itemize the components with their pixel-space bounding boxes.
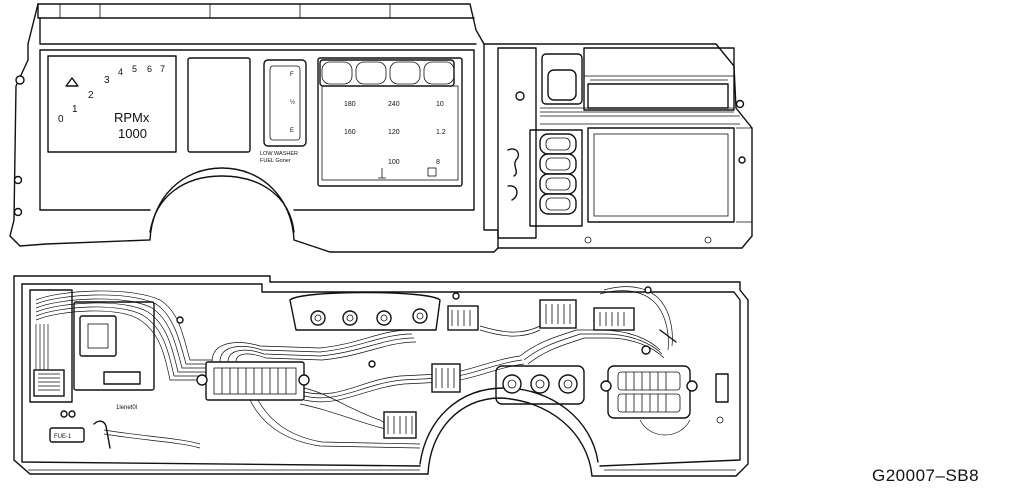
tach-tick-3: 3 [104, 75, 110, 86]
gauge-caption-2: FUEL Goner [260, 158, 291, 164]
thermometer-icon [378, 168, 386, 179]
tach-tick-6: 6 [147, 64, 152, 74]
speedo-label-4: 160 [344, 129, 356, 136]
fuel-half-mark: ½ [290, 99, 295, 106]
tach-tick-1: 1 [72, 104, 78, 115]
tach-tick-4: 4 [118, 67, 123, 77]
tach-tick-5: 5 [132, 64, 137, 74]
speedo-scale: 180 240 10 160 120 1.2 100 8 [344, 101, 446, 179]
speedo-label-3: 10 [436, 101, 444, 108]
tach-scale: 0 1 2 3 4 5 6 7 RPMx 1000 [58, 64, 165, 141]
speedo-label-6: 1.2 [436, 129, 446, 136]
speedo-label-1: 180 [344, 101, 356, 108]
cluster-housing-front [9, 3, 753, 253]
tach-tick-7: 7 [160, 64, 165, 74]
figure-reference-code: G20007–SB8 [872, 466, 980, 485]
cluster-circuit-board [13, 275, 749, 477]
tach-tick-0: 0 [58, 114, 64, 125]
speedo-label-7: 100 [388, 159, 400, 166]
speedo-label-2: 240 [388, 101, 400, 108]
indicator-square-icon [427, 167, 437, 177]
speedo-label-8: 8 [436, 159, 440, 166]
pcb-left-tag: 1lenet0l [116, 405, 137, 411]
fuel-empty-mark: E [290, 128, 294, 134]
pcb-small-tag: FUE-1 [54, 434, 72, 440]
fuel-tick-mark: F [290, 72, 294, 78]
gauge-caption-1: LOW WASHER [260, 151, 298, 157]
speedo-label-5: 120 [388, 129, 400, 136]
tach-unit-line1: RPMx [114, 110, 150, 125]
warning-triangle-icon [65, 77, 79, 87]
gauge-captions: LOW WASHER FUEL Goner F ½ E [260, 72, 298, 164]
tach-unit-line2: 1000 [118, 126, 147, 141]
tach-tick-2: 2 [88, 90, 94, 101]
